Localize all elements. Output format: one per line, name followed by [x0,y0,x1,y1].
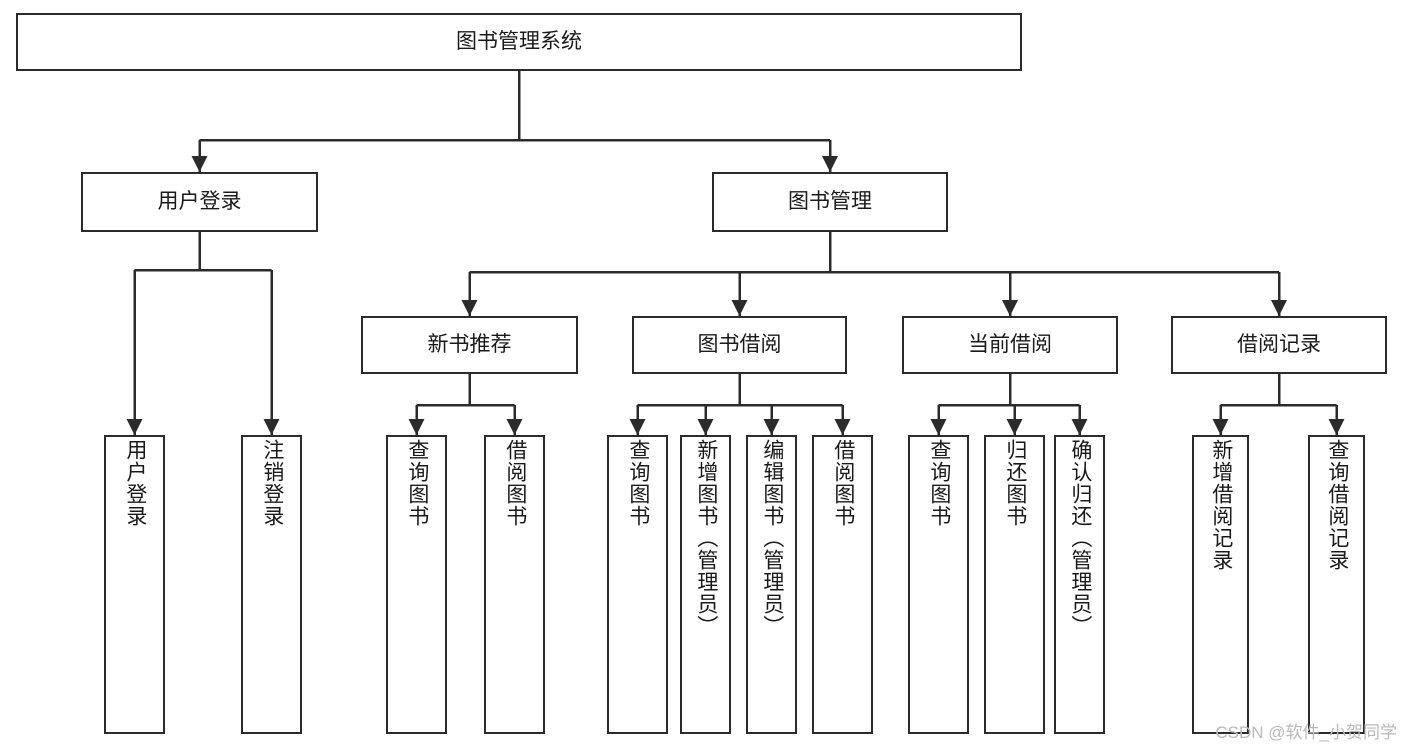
arrow-head [822,156,838,172]
arrow-head [506,419,523,435]
node-leaf-user-login[interactable]: 用户登录 [104,435,165,734]
node-label: 确认归还（管理员） [1068,439,1092,637]
node-leaf-add-book[interactable]: 新增图书（管理员） [680,435,731,734]
node-label: 借阅记录 [1237,333,1321,357]
arrow-head [697,419,714,435]
node-label: 图书管理系统 [456,30,582,54]
node-label: 编辑图书（管理员） [760,439,784,637]
node-leaf-add-record[interactable]: 新增借阅记录 [1192,435,1249,734]
node-label: 查询图书 [405,439,429,527]
node-root[interactable]: 图书管理系统 [16,13,1022,71]
arrow-head [1271,300,1287,316]
node-label: 当前借阅 [968,333,1052,357]
arrow-head [1071,419,1088,435]
arrow-head [834,419,851,435]
arrow-head [1002,300,1018,316]
node-leaf-return-book[interactable]: 归还图书 [984,435,1045,734]
arrow-head [263,419,280,435]
node-label: 用户登录 [123,439,147,527]
node-label: 图书借阅 [697,333,782,357]
arrow-head [1212,419,1229,435]
node-label: 新增借阅记录 [1209,439,1233,571]
arrow-head [1006,419,1023,435]
node-leaf-query-book-3[interactable]: 查询图书 [908,435,969,734]
node-label: 借阅图书 [503,439,527,527]
arrow-head [731,300,748,316]
node-leaf-query-book-1[interactable]: 查询图书 [386,435,447,734]
node-label: 查询图书 [927,439,951,527]
node-leaf-query-record[interactable]: 查询借阅记录 [1308,435,1365,734]
node-label: 归还图书 [1003,439,1027,527]
arrow-head [461,300,478,316]
node-new-book-rec[interactable]: 新书推荐 [361,316,578,374]
arrow-head [629,419,646,435]
node-leaf-query-book-2[interactable]: 查询图书 [607,435,668,734]
node-book-manage[interactable]: 图书管理 [712,172,948,232]
node-label: 新增图书（管理员） [694,439,718,637]
node-label: 新书推荐 [427,333,512,357]
arrow-head [930,419,947,435]
node-leaf-user-logout[interactable]: 注销登录 [241,435,302,734]
node-leaf-edit-book[interactable]: 编辑图书（管理员） [746,435,797,734]
node-book-borrow[interactable]: 图书借阅 [632,316,847,374]
node-borrow-record[interactable]: 借阅记录 [1171,316,1387,374]
node-leaf-confirm-return[interactable]: 确认归还（管理员） [1054,435,1105,734]
arrow-head [763,419,780,435]
node-label: 查询图书 [626,439,650,527]
node-label: 用户登录 [157,190,242,214]
node-label: 查询借阅记录 [1325,439,1349,571]
node-leaf-borrow-book-1[interactable]: 借阅图书 [484,435,545,734]
node-label: 借阅图书 [831,439,855,527]
node-user-login[interactable]: 用户登录 [81,172,318,232]
node-leaf-borrow-book-2[interactable]: 借阅图书 [812,435,873,734]
arrow-head [191,156,208,172]
arrow-head [408,419,425,435]
arrow-head [1328,419,1345,435]
node-label: 图书管理 [788,190,872,214]
arrow-head [126,419,143,435]
node-current-borrow[interactable]: 当前借阅 [902,316,1118,374]
node-label: 注销登录 [260,439,284,527]
